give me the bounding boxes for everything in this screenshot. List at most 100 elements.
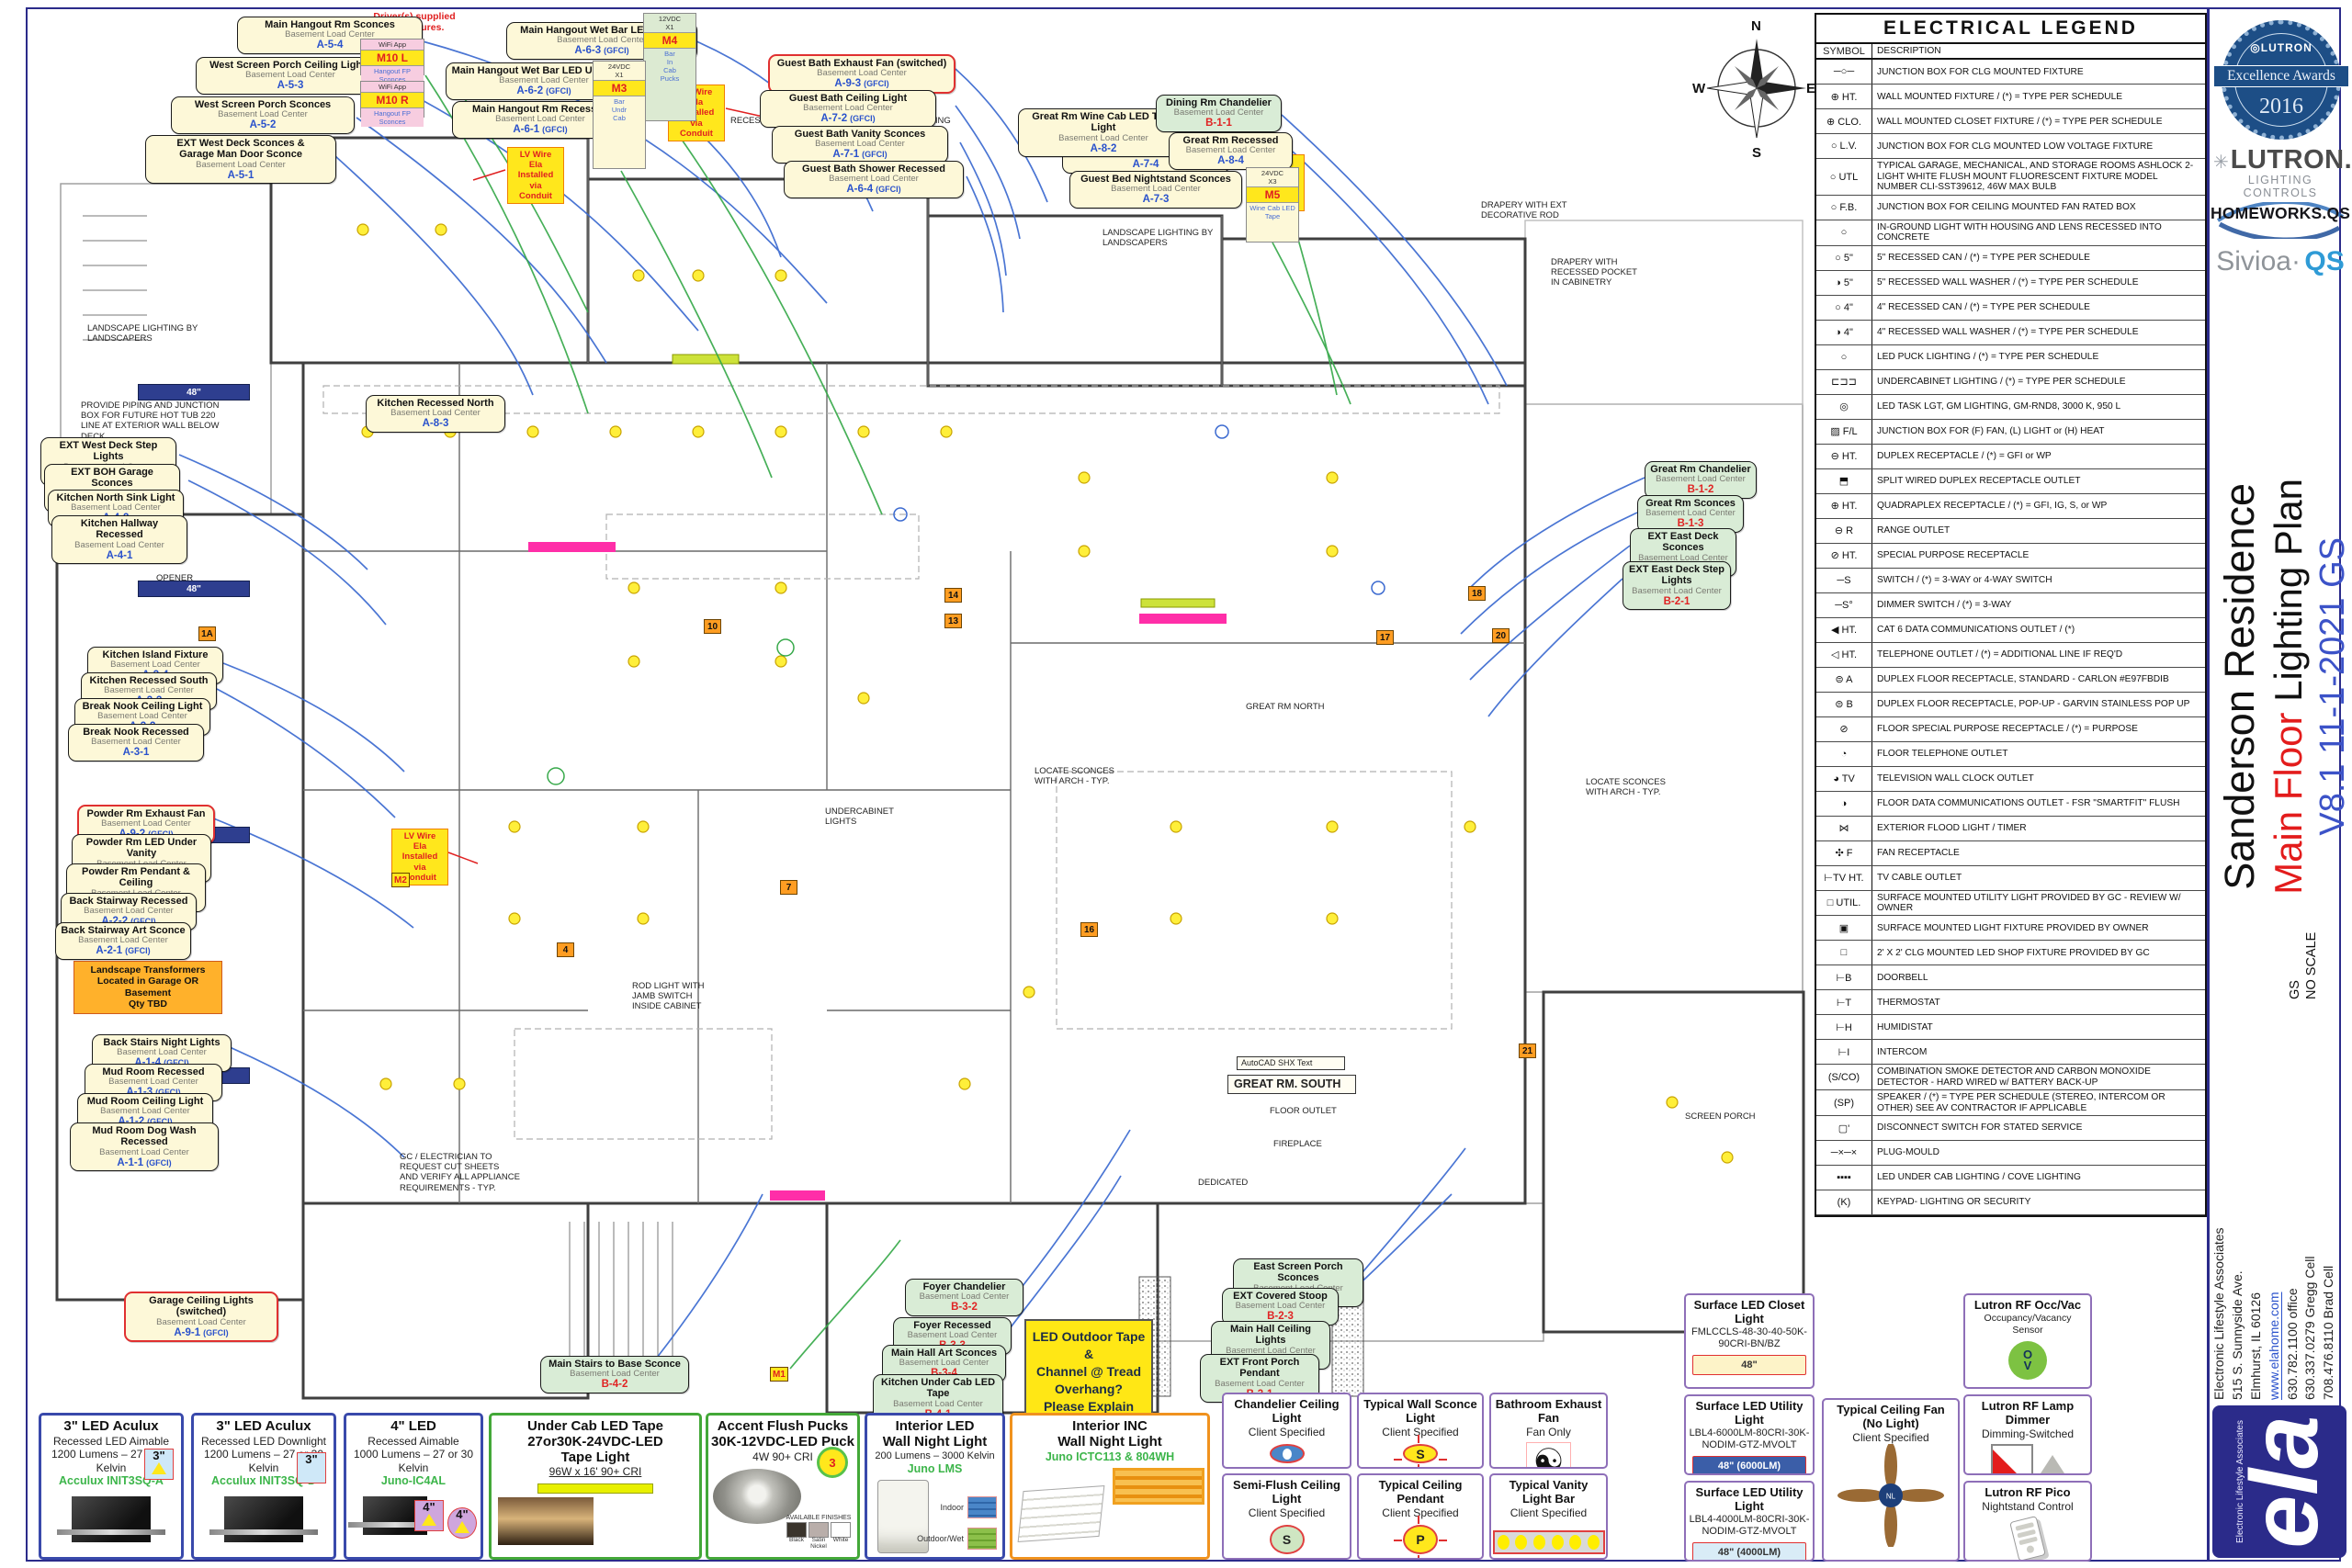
callout-subtitle: Basement Load Center	[97, 711, 187, 722]
plan-note: DEDICATED	[1198, 1178, 1249, 1188]
legend-description: HUMIDISTAT	[1877, 1021, 1933, 1032]
scale-note: GS NO SCALE	[2288, 871, 2319, 999]
legend-symbol-icon: ⊕ HT.	[1816, 493, 1872, 518]
scale-label: NO SCALE	[2304, 931, 2319, 999]
company-name: Electronic Lifestyle Associates	[2211, 1227, 2226, 1400]
callout-subtitle: Basement Load Center	[91, 737, 181, 748]
fixture-card-ceiling-fan: Typical Ceiling Fan (No Light) Client Sp…	[1822, 1398, 1960, 1562]
puck-photo	[713, 1468, 801, 1524]
load-callout: Main Stairs to Base Sconce Basement Load…	[540, 1356, 689, 1393]
callout-circuit: A-6-1(GFCI)	[513, 124, 568, 136]
fixture-line: Recessed Aimable	[368, 1434, 459, 1448]
legend-symbol-icon: ○ 5"	[1816, 245, 1872, 270]
fixture-card-exhaust-fan: Bathroom Exhaust Fan Fan Only ☯	[1489, 1393, 1608, 1469]
legend-description: FLOOR TELEPHONE OUTLET	[1877, 748, 2008, 759]
company-info: Electronic Lifestyle Associates 515 S. S…	[2211, 1146, 2337, 1400]
legend-row: ⊜ A DUPLEX FLOOR RECEPTACLE, STANDARD - …	[1816, 667, 2205, 693]
fixture-card-occ-sensor: Lutron RF Occ/Vac Occupancy/Vacancy Sens…	[1963, 1293, 2092, 1389]
legend-symbol-icon: ◑	[1816, 791, 1872, 816]
legend-row: ▣ SURFACE MOUNTED LIGHT FIXTURE PROVIDED…	[1816, 916, 2205, 942]
plan-note: LV Wire Ela Installed via Conduit	[507, 147, 564, 205]
legend-col-description: DESCRIPTION	[1877, 46, 1941, 56]
legend-symbol-icon: ⊜ B	[1816, 692, 1872, 716]
legend-row: ⊜ B DUPLEX FLOOR RECEPTACLE, POP-UP - GA…	[1816, 692, 2205, 717]
legend-description: COMBINATION SMOKE DETECTOR AND CARBON MO…	[1877, 1066, 2151, 1088]
legend-description: LED PUCK LIGHTING / (*) = TYPE PER SCHED…	[1877, 351, 2099, 362]
legend-description: SPECIAL PURPOSE RECEPTACLE	[1877, 549, 2030, 560]
legend-row: ─S° DIMMER SWITCH / (*) = 3-WAY	[1816, 592, 2205, 618]
legend-description: DUPLEX RECEPTACLE / (*) = GFI or WP	[1877, 450, 2052, 461]
finishes-label: AVAILABLE FINISHES	[786, 1515, 852, 1521]
callout-subtitle: Basement Load Center	[803, 103, 893, 114]
legend-symbol-icon: ▢'	[1816, 1116, 1872, 1141]
fixture-line: Client Specified	[1248, 1506, 1326, 1519]
callout-subtitle: Basement Load Center	[1185, 145, 1276, 156]
callout-circuit: B-4-2	[601, 1379, 628, 1391]
circuit-marker: 1A	[198, 626, 216, 641]
legend-row: ○ 5" 5" RECESSED CAN / (*) = TYPE PER SC…	[1816, 245, 2205, 271]
legend-symbol-icon: ⊕ HT.	[1816, 85, 1872, 109]
plan-note: UNDERCABINET LIGHTS	[825, 807, 894, 828]
titleblock-divider	[2207, 7, 2210, 1562]
load-callout: Kitchen Hallway Recessed Basement Load C…	[51, 515, 187, 565]
company-website-link[interactable]: www.elahome.com	[2266, 1292, 2281, 1401]
fixture-card-3in-downlight: 3" LED Aculux Recessed LED Downlight 120…	[191, 1413, 336, 1560]
legend-row: ◑ 5" 5" RECESSED WALL WASHER / (*) = TYP…	[1816, 270, 2205, 296]
legend-symbol-icon: ─S	[1816, 568, 1872, 592]
fixture-card-closet-light: Surface LED Closet Light FMLCCLS-48-30-4…	[1684, 1293, 1815, 1389]
compass-n: N	[1751, 18, 1761, 34]
legend-description: DOORBELL	[1877, 972, 1928, 983]
legend-symbol-icon: ⊜ A	[1816, 667, 1872, 692]
legend-row: ○ LED PUCK LIGHTING / (*) = TYPE PER SCH…	[1816, 344, 2205, 370]
lamp-dimmer-icon	[1991, 1444, 2064, 1473]
legend-description: FAN RECEPTACLE	[1877, 847, 1960, 858]
legend-row: ◕ TV TELEVISION WALL CLOCK OUTLET	[1816, 766, 2205, 792]
legend-description: WALL MOUNTED FIXTURE / (*) = TYPE PER SC…	[1877, 91, 2123, 102]
nightlight-photo	[877, 1480, 929, 1553]
callout-subtitle: Basement Load Center	[1111, 184, 1201, 195]
legend-symbol-icon: ◔	[1816, 741, 1872, 766]
legend-row: ⊘ FLOOR SPECIAL PURPOSE RECEPTACLE / (*)…	[1816, 716, 2205, 742]
callout-title: Guest Bath Shower Recessed	[802, 164, 945, 175]
legend-row: □ 2' X 2' CLG MOUNTED LED SHOP FIXTURE P…	[1816, 941, 2205, 966]
surface-light-bar: 48"	[138, 581, 250, 597]
legend-row: ⊢T THERMOSTAT	[1816, 990, 2205, 1016]
callout-title: East Screen Porch Sconces	[1253, 1261, 1343, 1284]
callout-title: Kitchen Recessed North	[377, 398, 494, 409]
legend-description: TYPICAL GARAGE, MECHANICAL, AND STORAGE …	[1877, 161, 2194, 193]
legend-description: 4" RECESSED CAN / (*) = TYPE PER SCHEDUL…	[1877, 301, 2090, 312]
callout-subtitle: Basement Load Center	[1645, 508, 1736, 519]
legend-row: ○ IN-GROUND LIGHT WITH HOUSING AND LENS …	[1816, 220, 2205, 246]
callout-circuit: A-5-4	[316, 39, 344, 51]
callout-circuit: A-6-2(GFCI)	[516, 85, 571, 97]
callout-title: Guest Bath Exhaust Fan (switched)	[776, 58, 947, 69]
callout-subtitle: Basement Load Center	[893, 1398, 983, 1409]
legend-row: ─○─ JUNCTION BOX FOR CLG MOUNTED FIXTURE	[1816, 60, 2205, 85]
legend-row: ◎ LED TASK LGT, GM LIGHTING, GM-RND8, 30…	[1816, 394, 2205, 420]
legend-description: IN-GROUND LIGHT WITH HOUSING AND LENS RE…	[1877, 221, 2162, 243]
load-callout: EXT West Deck Sconces & Garage Man Door …	[145, 135, 336, 185]
legend-symbol-icon: ○	[1816, 220, 1872, 245]
plan-note: ROD LIGHT WITH JAMB SWITCH INSIDE CABINE…	[632, 981, 705, 1012]
callout-circuit: B-3-2	[951, 1302, 978, 1314]
callout-subtitle: Basement Load Center	[907, 1330, 998, 1341]
award-banner: Excellence Awards	[2213, 65, 2349, 87]
callout-subtitle: Basement Load Center	[108, 1077, 198, 1088]
project-title: Sanderson Residence	[2216, 482, 2263, 890]
legend-description: RANGE OUTLET	[1877, 525, 1951, 536]
legend-description: INTERCOM	[1877, 1046, 1928, 1057]
callout-title: EXT West Deck Step Lights	[59, 440, 158, 463]
callout-circuit: A-4-1	[106, 549, 133, 561]
inc-grille-icon	[1113, 1468, 1204, 1506]
callout-title: Powder Rm Pendant & Ceiling	[82, 866, 190, 889]
legend-description: DISCONNECT SWITCH FOR STATED SERVICE	[1877, 1122, 2083, 1134]
callout-subtitle: Basement Load Center	[84, 906, 174, 917]
legend-symbol-icon: ⊢T	[1816, 990, 1872, 1015]
callout-circuit: A-5-3	[277, 80, 304, 92]
company-address2: Elmhurst, IL 60126	[2247, 1292, 2263, 1400]
callout-title: Guest Bath Vanity Sconces	[794, 129, 926, 140]
fixture-card-lamp-dimmer: Lutron RF Lamp Dimmer Dimming-Switched	[1963, 1394, 2092, 1475]
legend-row: ⋈ EXTERIOR FLOOD LIGHT / TIMER	[1816, 816, 2205, 841]
plan-note: AutoCAD SHX Text	[1237, 1056, 1345, 1070]
